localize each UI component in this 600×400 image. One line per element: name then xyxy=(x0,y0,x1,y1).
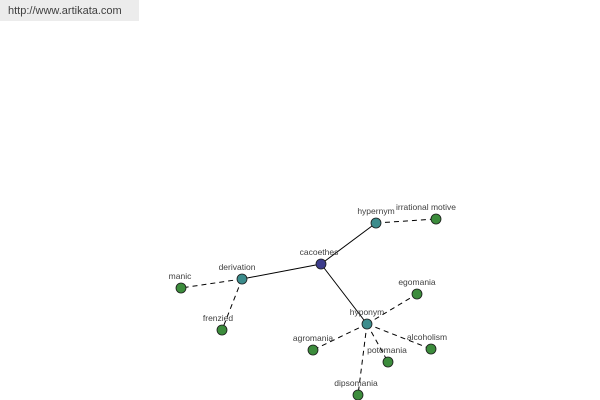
nodes-layer xyxy=(175,213,442,400)
source-link[interactable]: http://www.artikata.com xyxy=(8,5,122,17)
edge-hyponym-alcoholism xyxy=(366,323,432,350)
node-manic[interactable] xyxy=(175,282,187,294)
node-label-alcoholism[interactable]: alcoholism xyxy=(407,332,447,342)
edge-cacoethes-hyponym xyxy=(320,263,368,325)
node-hypernym[interactable] xyxy=(370,217,382,229)
edge-derivation-frenzied xyxy=(221,278,243,331)
node-label-cacoethes[interactable]: cacoethes xyxy=(300,247,339,257)
node-label-irrational-motive[interactable]: irrational motive xyxy=(396,202,456,212)
edge-hypernym-irrational-motive xyxy=(375,218,437,224)
edges-layer xyxy=(180,218,437,396)
node-label-hypernym[interactable]: hypernym xyxy=(357,206,394,216)
node-label-dipsomania[interactable]: dipsomania xyxy=(334,378,378,388)
edge-hyponym-egomania xyxy=(366,293,418,325)
node-label-egomania[interactable]: egomania xyxy=(398,277,436,287)
node-frenzied[interactable] xyxy=(216,324,228,336)
edge-derivation-manic xyxy=(180,278,243,289)
node-label-hyponym[interactable]: hyponym xyxy=(350,307,385,317)
node-derivation[interactable] xyxy=(236,273,248,285)
node-label-frenzied[interactable]: frenzied xyxy=(203,313,234,323)
edge-hyponym-potomania xyxy=(366,323,389,363)
edge-hyponym-dipsomania xyxy=(357,323,368,396)
node-label-derivation[interactable]: derivation xyxy=(219,262,256,272)
node-hyponym[interactable] xyxy=(361,318,373,330)
source-bar: http://www.artikata.com xyxy=(0,0,139,21)
node-cacoethes[interactable] xyxy=(315,258,327,270)
node-label-manic[interactable]: manic xyxy=(169,271,192,281)
node-dipsomania[interactable] xyxy=(352,389,364,400)
node-label-potomania[interactable]: potomania xyxy=(367,345,407,355)
node-label-agromania[interactable]: agromania xyxy=(293,333,333,343)
node-irrational-motive[interactable] xyxy=(430,213,442,225)
node-potomania[interactable] xyxy=(382,356,394,368)
edge-cacoethes-derivation xyxy=(241,263,322,280)
node-agromania[interactable] xyxy=(307,344,319,356)
edge-cacoethes-hypernym xyxy=(320,222,377,265)
labels-layer: cacoethes hypernym derivation hyponym irrati… xyxy=(169,202,457,388)
edge-hyponym-agromania xyxy=(312,323,368,351)
node-alcoholism[interactable] xyxy=(425,343,437,355)
node-egomania[interactable] xyxy=(411,288,423,300)
